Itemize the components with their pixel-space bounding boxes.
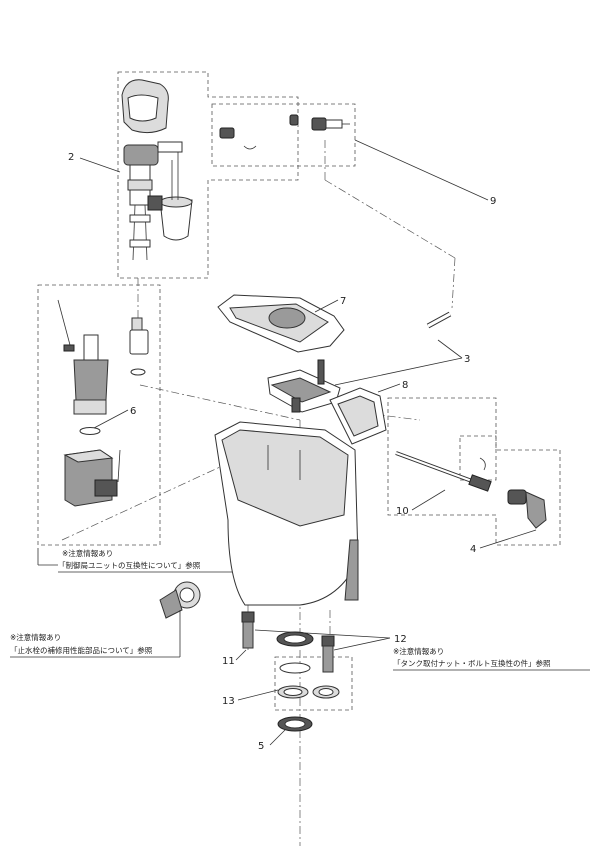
flush-valve-stem bbox=[129, 317, 149, 376]
callout-6: 6 bbox=[130, 406, 136, 417]
control-unit bbox=[57, 299, 121, 507]
callout-13: 13 bbox=[222, 696, 235, 707]
lever-arm bbox=[395, 451, 492, 492]
group-box-supply-hose bbox=[211, 103, 356, 167]
handle-cover bbox=[329, 387, 387, 445]
note-control-unit-line1: ※注意情報あり bbox=[62, 548, 113, 558]
supply-hose bbox=[219, 114, 350, 150]
callout-12: 12 bbox=[394, 634, 407, 645]
note-tank-nut-line1: ※注意情報あり bbox=[393, 646, 444, 656]
leader-lines bbox=[79, 139, 537, 746]
note-stop-valve: ※注意情報あり 「止水栓の補修用性能部品について」参照 bbox=[10, 610, 181, 658]
tank-lid bbox=[217, 294, 345, 353]
callout-4: 4 bbox=[470, 544, 476, 555]
callout-2: 2 bbox=[68, 152, 74, 163]
callout-labels: 2 9 7 3 8 6 10 4 12 11 13 5 bbox=[68, 152, 496, 752]
callout-11: 11 bbox=[222, 656, 235, 667]
callout-7: 7 bbox=[340, 296, 346, 307]
callout-9: 9 bbox=[490, 196, 496, 207]
callout-8: 8 bbox=[402, 380, 408, 391]
note-stop-valve-line1: ※注意情報あり bbox=[10, 632, 61, 642]
note-tank-nut-line2: 「タンク取付ナット・ボルト互換性の件」参照 bbox=[393, 658, 551, 668]
note-control-unit: ※注意情報あり 「制御局ユニットの互換性について」参照 bbox=[37, 548, 232, 573]
callout-5: 5 bbox=[258, 741, 264, 752]
stop-valve bbox=[159, 581, 201, 619]
note-tank-nut: ※注意情報あり 「タンク取付ナット・ボルト互換性の件」参照 bbox=[393, 646, 590, 671]
tank-bolts bbox=[241, 611, 335, 673]
group-box-control-unit bbox=[37, 284, 161, 546]
group-box-clip bbox=[459, 435, 497, 481]
refill-tube bbox=[426, 311, 452, 329]
group-box-ballcock bbox=[117, 71, 299, 279]
note-stop-valve-line2: 「止水栓の補修用性能部品について」参照 bbox=[10, 645, 153, 655]
note-control-unit-line2: 「制御局ユニットの互換性について」参照 bbox=[58, 560, 201, 570]
callout-10: 10 bbox=[396, 506, 409, 517]
fill-valve-assembly bbox=[121, 79, 193, 261]
lid-bracket bbox=[267, 359, 341, 413]
group-box-lever bbox=[387, 397, 561, 546]
callout-3: 3 bbox=[464, 354, 470, 365]
lever-knob bbox=[507, 489, 547, 529]
tank-body bbox=[214, 421, 359, 606]
